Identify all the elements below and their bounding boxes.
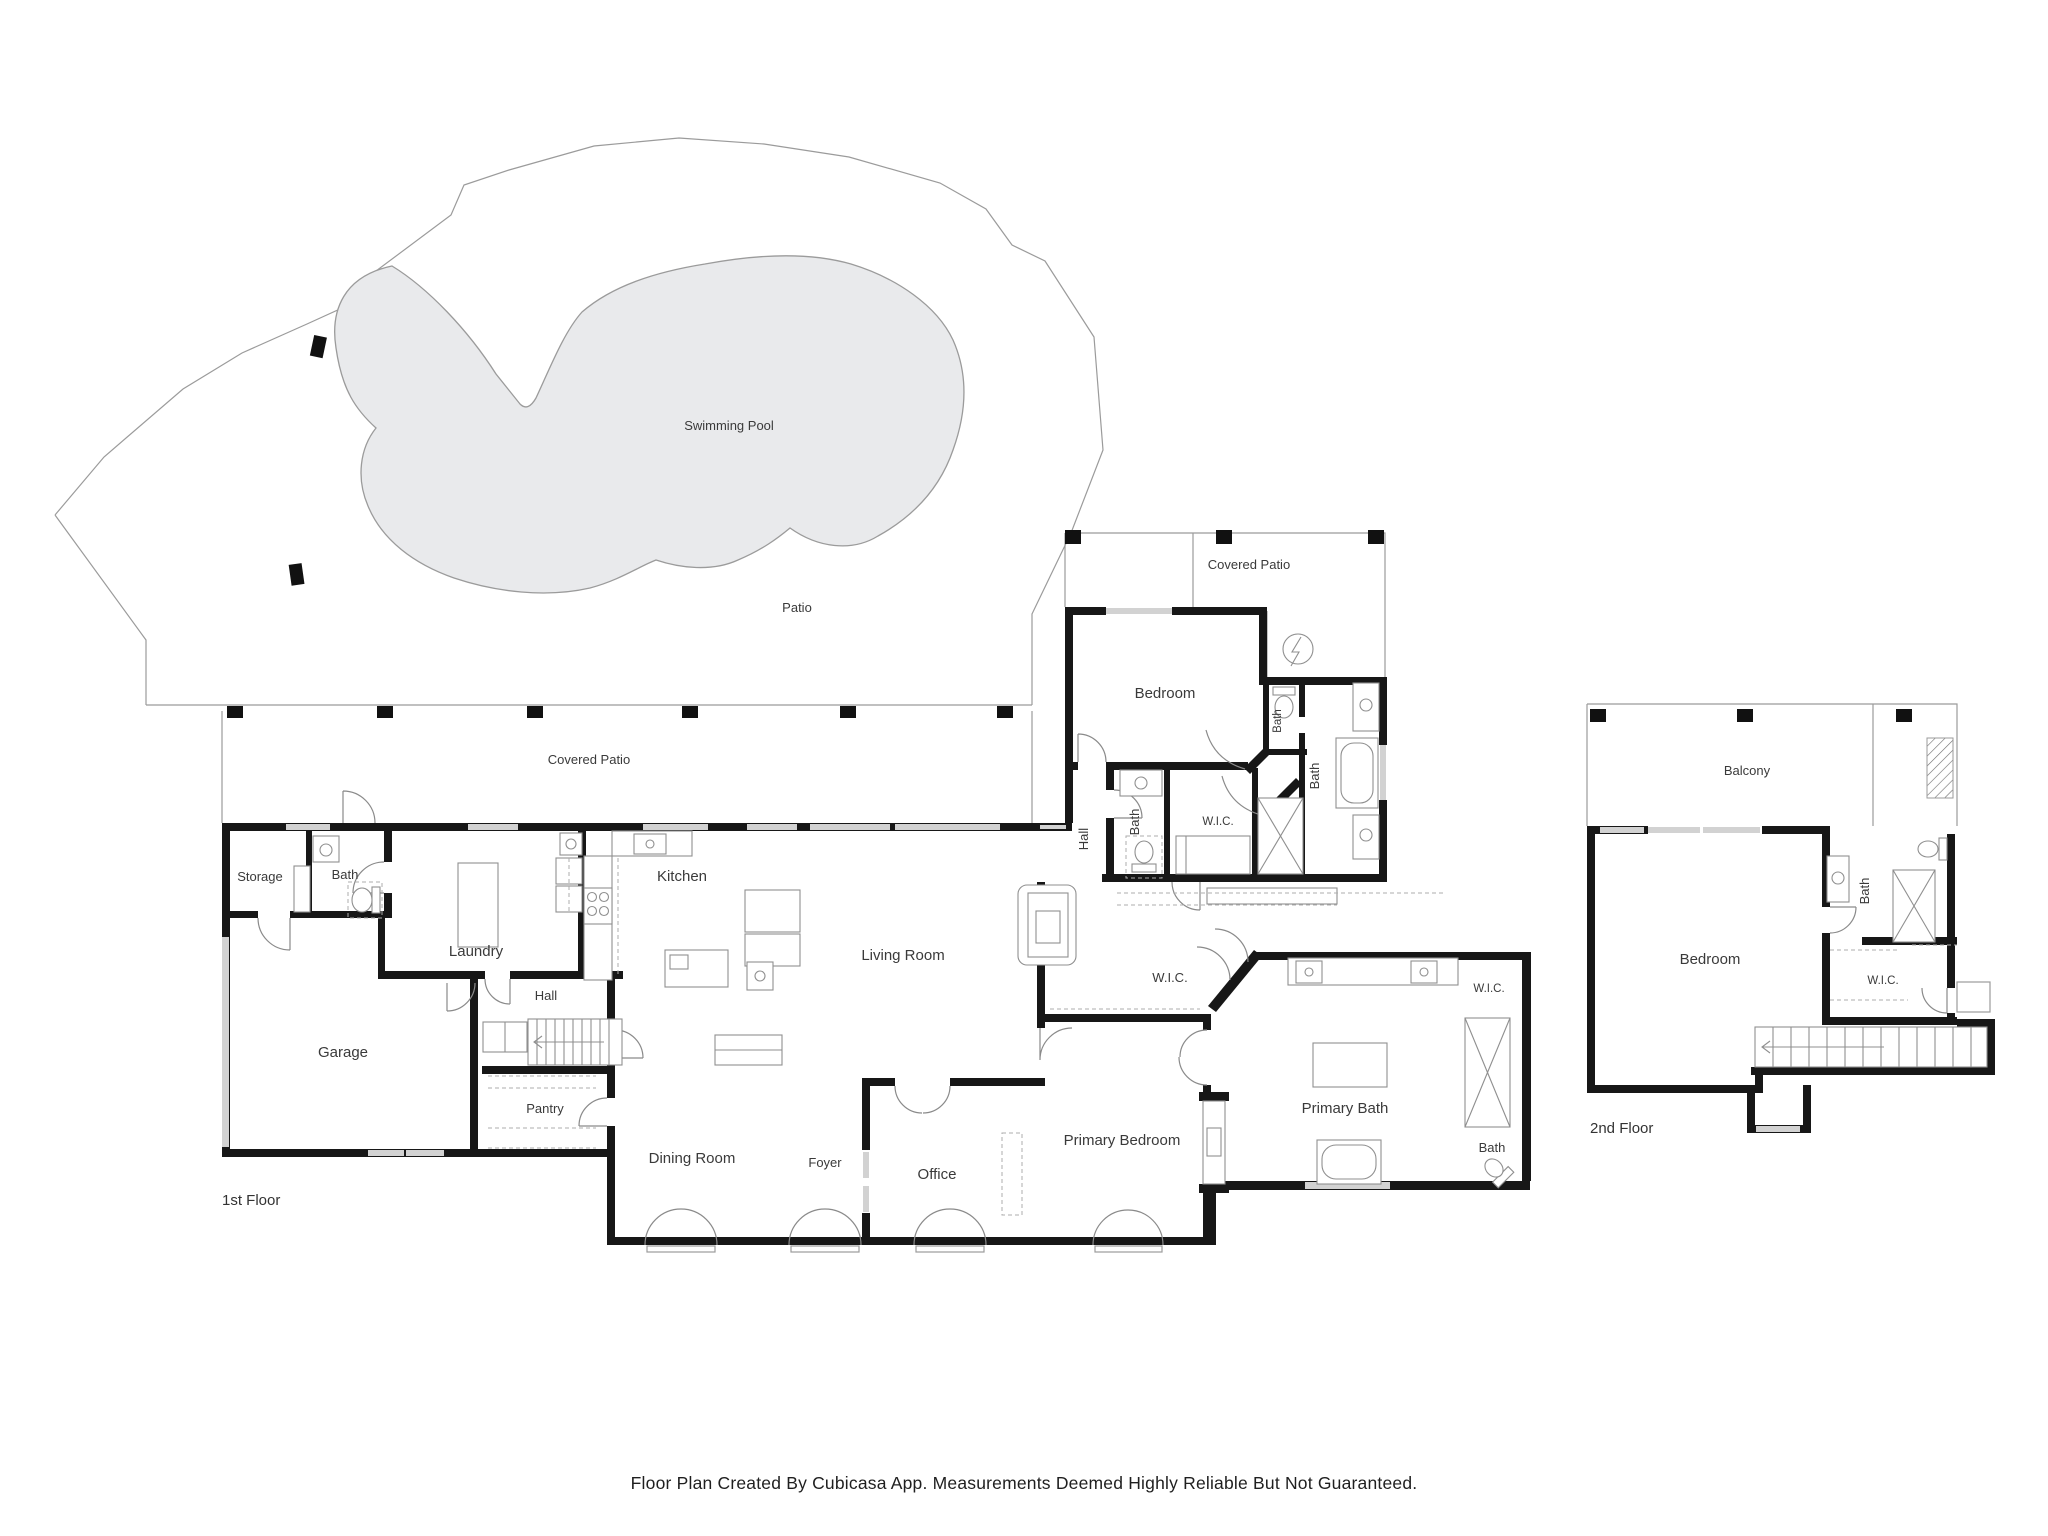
label-bath-toilet: Bath — [1272, 709, 1284, 733]
label-wic-primary: W.I.C. — [1473, 983, 1504, 995]
label-balcony: Balcony — [1724, 763, 1771, 778]
label-laundry: Laundry — [449, 943, 504, 960]
label-dining-room: Dining Room — [649, 1150, 736, 1167]
label-storage: Storage — [237, 869, 283, 884]
label-hall-bedroom: Hall — [1076, 828, 1091, 851]
second-floor-windows — [1600, 827, 1800, 1132]
label-covered-patio-left: Covered Patio — [548, 752, 630, 767]
label-foyer: Foyer — [808, 1155, 842, 1170]
label-primary-bath: Primary Bath — [1302, 1100, 1389, 1117]
label-bath-primary: Bath — [1479, 1140, 1506, 1155]
second-floor-walls — [1587, 826, 1995, 1133]
label-wic-corridor: W.I.C. — [1152, 970, 1187, 985]
label-wic-2f: W.I.C. — [1867, 975, 1898, 987]
label-first-floor: 1st Floor — [222, 1192, 280, 1209]
label-patio: Patio — [782, 600, 812, 615]
label-primary-bedroom: Primary Bedroom — [1064, 1132, 1181, 1149]
first-floor-dashed — [347, 835, 1445, 1216]
label-bedroom-2f: Bedroom — [1680, 951, 1741, 968]
label-pantry: Pantry — [526, 1101, 564, 1116]
label-living-room: Living Room — [861, 947, 944, 964]
electrical-symbol-icon — [1282, 633, 1314, 667]
labels: Swimming Pool Patio Covered Patio Covere… — [222, 418, 1899, 1209]
label-bath-storage: Bath — [332, 867, 359, 882]
swimming-pool-shape — [334, 255, 965, 594]
label-bath-main: Bath — [1307, 763, 1322, 790]
patio-posts — [227, 334, 1384, 718]
second-floor-dashed — [1830, 944, 1957, 1001]
french-door-thresholds — [646, 1245, 1163, 1253]
label-wic-bedroom: W.I.C. — [1202, 816, 1233, 828]
label-swimming-pool: Swimming Pool — [684, 418, 774, 433]
label-kitchen: Kitchen — [657, 868, 707, 885]
label-hall: Hall — [535, 988, 558, 1003]
label-second-floor: 2nd Floor — [1590, 1120, 1653, 1137]
second-floor-fixtures — [1754, 837, 1988, 1068]
first-floor-doors — [257, 729, 1262, 1246]
second-floor-balcony-outline — [1586, 703, 1991, 1013]
second-floor-posts — [1590, 709, 1912, 722]
label-office: Office — [918, 1166, 957, 1183]
label-bath-2f: Bath — [1857, 878, 1872, 905]
label-bedroom-1f: Bedroom — [1135, 685, 1196, 702]
label-bath-hall: Bath — [1127, 809, 1142, 836]
label-garage: Garage — [318, 1044, 368, 1061]
first-floor-fixtures — [293, 633, 1515, 1189]
label-covered-patio-right: Covered Patio — [1208, 557, 1290, 572]
second-floor-doors — [1829, 906, 1948, 1014]
footer-disclaimer: Floor Plan Created By Cubicasa App. Meas… — [630, 1473, 1418, 1493]
first-floor-windows — [222, 608, 1390, 1212]
